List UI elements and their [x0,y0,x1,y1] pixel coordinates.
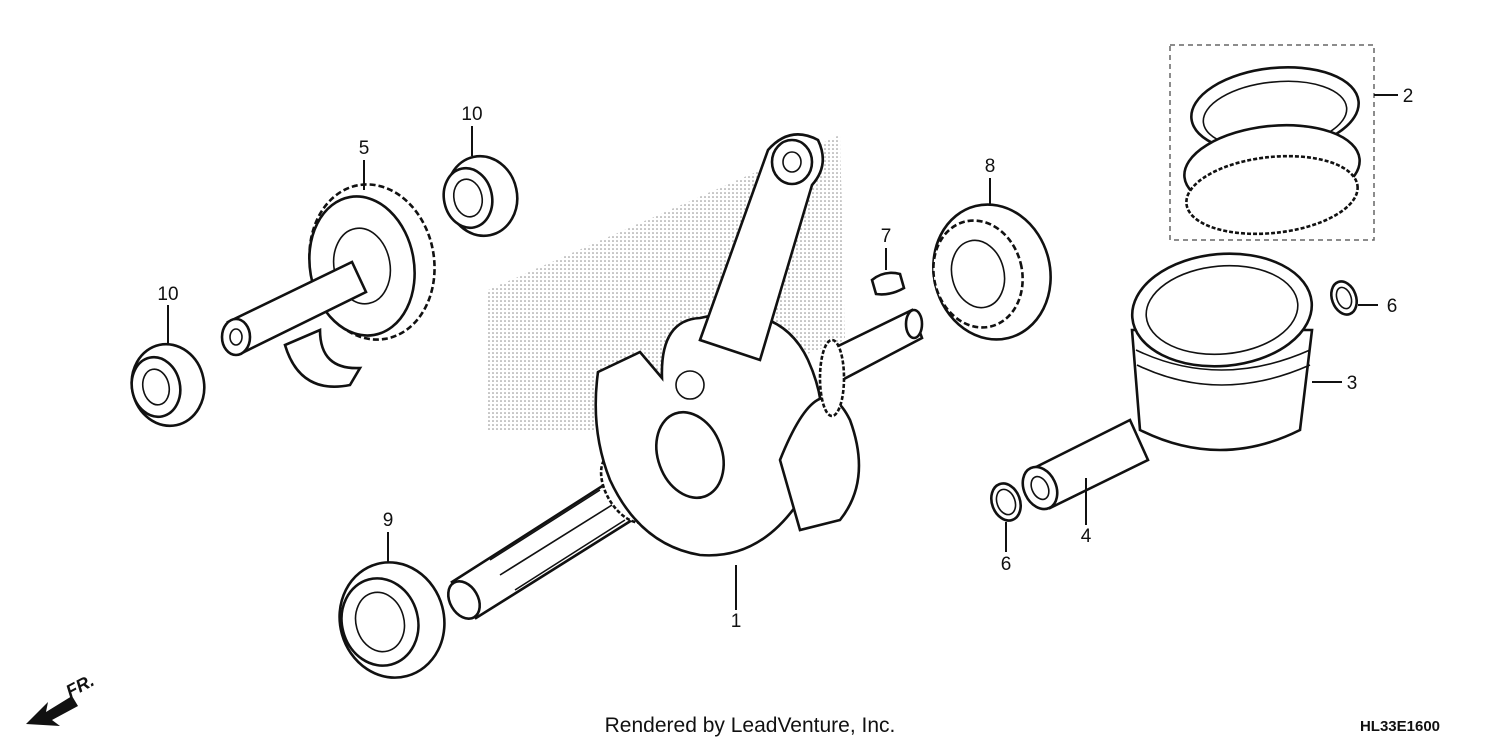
callout-2: 2 [1403,86,1414,107]
arrow-icon [26,696,78,726]
part-8-bearing[interactable] [919,192,1064,352]
part-6-clip-right[interactable] [1327,278,1361,318]
part-9-bearing[interactable] [327,551,457,690]
part-6-clip-left[interactable] [986,479,1025,524]
direction-label: FR. [62,670,97,701]
diagram-code: HL33E1600 [1360,718,1440,735]
callout-6-left: 6 [1001,554,1012,575]
callout-4: 4 [1081,526,1092,547]
part-3-piston[interactable] [1127,246,1316,452]
callouts: 1 2 3 4 5 6 6 7 8 9 10 10 [157,86,1413,632]
callout-8: 8 [985,156,996,177]
callout-1: 1 [731,611,742,632]
callout-6-right: 6 [1387,296,1398,317]
footer-credit: Rendered by LeadVenture, Inc. [605,714,896,737]
callout-10-left: 10 [157,284,178,305]
callout-5: 5 [359,138,370,159]
part-4-piston-pin[interactable] [1016,418,1150,515]
callout-3: 3 [1347,373,1358,394]
part-1-crankshaft[interactable] [442,133,924,624]
leader-lines [167,94,1398,610]
front-direction-indicator: FR. [26,670,97,726]
part-7-key[interactable] [870,271,906,296]
part-5-balancer-shaft[interactable] [220,174,447,388]
callout-10-upper: 10 [461,104,482,125]
callout-7: 7 [881,226,892,247]
part-10-left-bearing[interactable] [124,337,211,432]
callout-9: 9 [383,510,394,531]
part-2-piston-rings[interactable] [1169,44,1375,242]
part-10-upper-bearing[interactable] [438,150,524,243]
